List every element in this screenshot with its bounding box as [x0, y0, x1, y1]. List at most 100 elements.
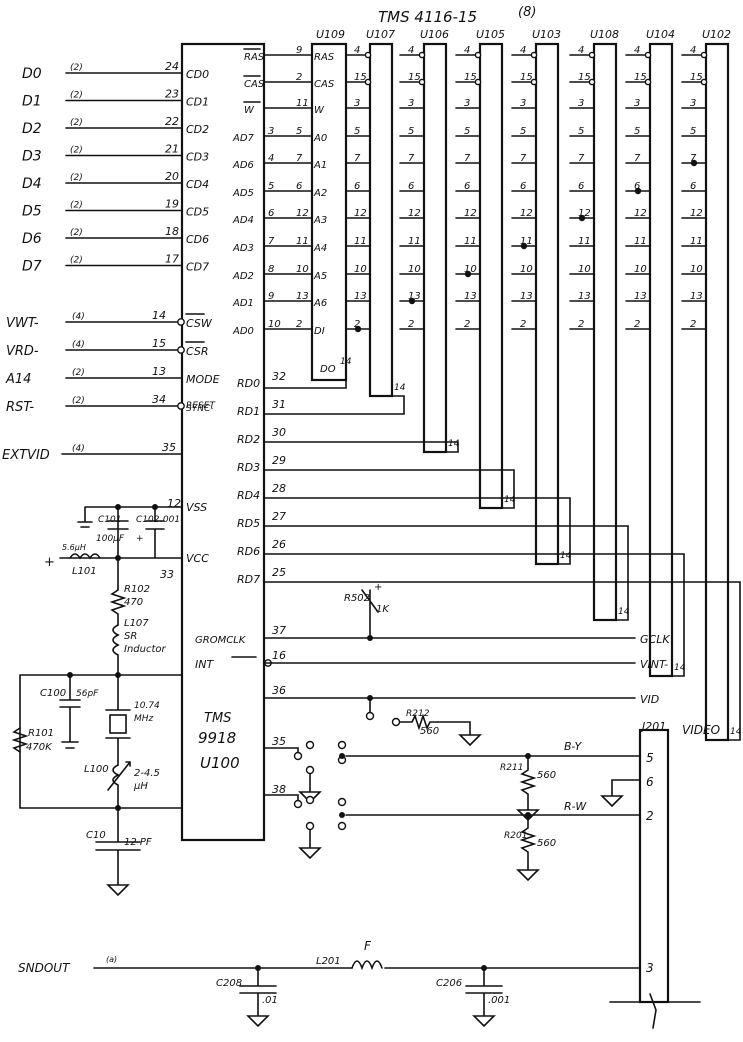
pin-number: 11 [690, 236, 703, 247]
l100-value: 2-4.5 [134, 768, 160, 779]
pin-number: 4 [690, 45, 696, 56]
port-label: CD5 [186, 206, 209, 219]
rd-label: RD2 [237, 433, 260, 446]
pin-number: 4 [408, 45, 414, 56]
pin-number: 6 [408, 181, 414, 192]
pin-number: 2 [634, 319, 640, 330]
inverter-bubble [644, 51, 652, 59]
pin-number: 19 [165, 198, 179, 211]
output-net: VINT- [640, 658, 668, 671]
output-port: INT [195, 658, 214, 671]
pin-number: 4 [354, 45, 360, 56]
inverter-bubble [418, 51, 426, 59]
pin-number: 6 [578, 181, 584, 192]
rd-pin: 27 [272, 510, 286, 523]
u109-chip [310, 42, 348, 382]
pin-number: 21 [165, 143, 179, 156]
ram-chip-refdes: U102 [702, 28, 731, 41]
pin-number: 11 [520, 236, 533, 247]
pin-number: 18 [165, 225, 179, 238]
video-pin: 3 [646, 961, 654, 975]
ram-chip [368, 42, 394, 398]
ram-chip [648, 42, 674, 678]
pin-number: 20 [165, 170, 179, 183]
pin-number: 12 [408, 208, 421, 219]
video-refdes: J201 [640, 720, 666, 733]
rd-pin: 28 [272, 482, 286, 495]
rw-label: R-W [564, 800, 587, 813]
c100-label: C100 [40, 688, 66, 699]
pin-number: 5 [464, 126, 470, 137]
vdp-refdes: U100 [200, 754, 240, 772]
u109-port: RAS [314, 52, 335, 63]
junction [520, 242, 528, 250]
switch-contact [391, 717, 401, 727]
rd-label: RD7 [237, 573, 260, 586]
pin-number: 7 [578, 153, 585, 164]
inverter-bubble [530, 78, 538, 86]
pin-number: 10 [354, 264, 367, 275]
pin-number: 7 [268, 236, 275, 247]
output-pin: 36 [272, 684, 286, 697]
switch-pin: 35 [272, 735, 286, 748]
junction [408, 297, 416, 305]
l201-label: L201 [316, 956, 341, 967]
c101-label: C101 [98, 515, 121, 525]
pin-number: 5 [268, 181, 274, 192]
vdp-name-2: 9918 [198, 729, 236, 747]
port-vss: VSS [186, 501, 207, 514]
signal-label: D5 [22, 204, 42, 220]
r212-value: 560 [420, 726, 439, 737]
rd-line [263, 441, 459, 453]
l201-value: F [364, 939, 372, 953]
port-label: CD2 [186, 123, 209, 136]
signal-label: D4 [22, 176, 42, 192]
memory-count: (8) [518, 5, 536, 20]
u109-out-pin: 14 [340, 357, 352, 367]
pin-number: 2 [296, 319, 302, 330]
pin-number: 12 [520, 208, 533, 219]
l107-type: Inductor [124, 644, 167, 655]
port-label: AD2 [232, 271, 254, 282]
pin-number: 3 [408, 98, 414, 109]
control-signal-label: EXTVID [2, 448, 50, 463]
pin-number: 13 [578, 291, 591, 302]
pin-number: 15 [408, 72, 421, 83]
junction [115, 504, 121, 510]
inverter-bubble [364, 51, 372, 59]
r102-label: R102 [124, 584, 150, 595]
port-label: CAS [244, 79, 265, 90]
c101-value: 100µF [96, 534, 125, 544]
pin-number: 7 [690, 153, 697, 164]
pin-number: 8 [268, 264, 274, 275]
inverter-bubble [177, 402, 185, 410]
pin-number: 3 [634, 98, 640, 109]
sheet-ref: (4) [72, 444, 85, 454]
pin-number: 12 [354, 208, 367, 219]
pin-number: 6 [268, 208, 274, 219]
pin-number: 13 [354, 291, 367, 302]
switch-contact [337, 740, 347, 750]
control-signal-label: VWT- [6, 316, 39, 331]
c102-value: .001 [160, 515, 180, 525]
pin-number: 12 [296, 208, 309, 219]
pin-number: 3 [464, 98, 470, 109]
u109-port: A2 [313, 188, 327, 199]
pin-number: 11 [578, 236, 591, 247]
l101-value: 5.6µH [62, 543, 86, 552]
pin-number: 5 [354, 126, 360, 137]
sheet-ref: (2) [70, 173, 83, 183]
l100-unit: µH [133, 781, 148, 792]
r211-label: R211 [500, 763, 523, 773]
ram-chip-refdes: U105 [476, 28, 505, 41]
sheet-ref: (2) [70, 146, 83, 156]
inverter-bubble [177, 346, 185, 354]
pin-number: 7 [296, 153, 303, 164]
output-network [263, 589, 641, 882]
l107-label: L107 [124, 618, 149, 629]
pin-number: 2 [464, 319, 470, 330]
c10-label: C10 [86, 830, 106, 841]
pin-number: 7 [354, 153, 361, 164]
pin-number: 9 [296, 45, 302, 56]
